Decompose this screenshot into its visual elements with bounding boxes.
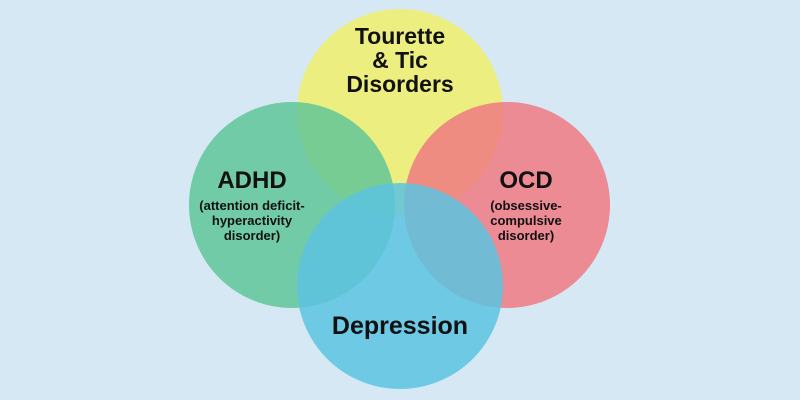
adhd-sub-line-1: (attention deficit- (199, 198, 305, 214)
label-adhd: ADHD (attention deficit- hyperactivity d… (197, 168, 307, 244)
tourette-line-3: Disorders (346, 71, 454, 98)
adhd-sub-line-2: hyperactivity (211, 213, 293, 229)
label-ocd: OCD (obsessive- compulsive disorder) (476, 168, 576, 244)
depression-title: Depression (331, 312, 469, 340)
ocd-title: OCD (499, 167, 553, 194)
label-tourette: Tourette & Tic Disorders (330, 23, 470, 98)
label-depression: Depression (300, 312, 500, 340)
ocd-sub-line-3: disorder) (497, 228, 555, 244)
ocd-sub-line-1: (obsessive- (490, 198, 562, 214)
adhd-title: ADHD (217, 167, 287, 194)
circle-depression (297, 183, 503, 389)
adhd-subtitle: (attention deficit- hyperactivity disord… (197, 198, 307, 244)
tourette-line-2: & Tic (372, 47, 428, 74)
ocd-sub-line-2: compulsive (490, 213, 562, 229)
adhd-sub-line-3: disorder) (223, 228, 281, 244)
tourette-line-1: Tourette (354, 23, 446, 49)
ocd-subtitle: (obsessive- compulsive disorder) (476, 198, 576, 244)
